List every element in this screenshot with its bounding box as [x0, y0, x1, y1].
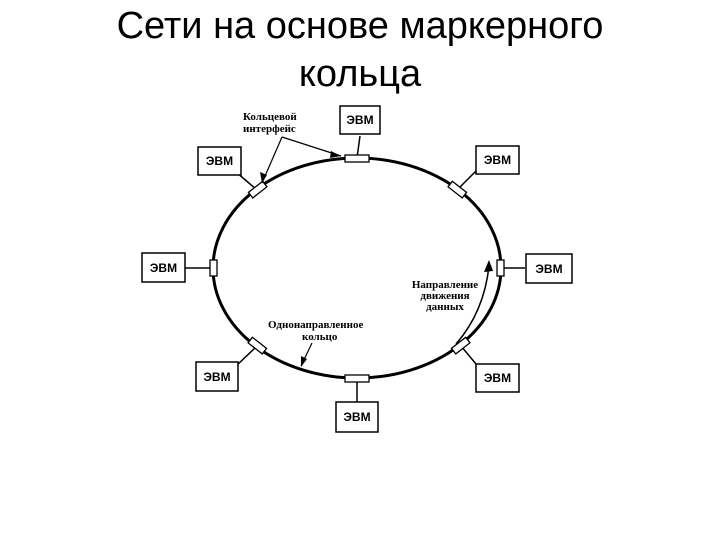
- computer-top-left: ЭВМ: [197, 146, 242, 176]
- ring-interface-bottom-left: [247, 336, 268, 355]
- computer-bottom-left: ЭВМ: [195, 361, 239, 392]
- computer-bottom-label: ЭВМ: [343, 410, 370, 424]
- ring-interface-top-left: [247, 180, 268, 199]
- ring-interface-annotation: Кольцевой интерфейс: [243, 111, 342, 184]
- arrowhead-icon: [260, 172, 267, 183]
- ring-interface-label-line-2: интерфейс: [243, 123, 296, 135]
- computer-right: ЭВМ: [525, 253, 573, 284]
- slide-title-line-2: кольца: [298, 53, 422, 95]
- computer-top: ЭВМ: [339, 105, 381, 135]
- computer-top-left-label: ЭВМ: [206, 154, 233, 168]
- ring-interface-left: [209, 259, 218, 277]
- direction-label-line-1: Направление: [412, 279, 478, 291]
- ring-annotation: Однонаправленное кольцо: [268, 319, 363, 367]
- computer-top-right: ЭВМ: [475, 145, 520, 175]
- computer-top-right-label: ЭВМ: [484, 153, 511, 167]
- computer-top-label: ЭВМ: [346, 113, 373, 127]
- arrowhead-icon: [301, 356, 307, 367]
- arrowhead-icon: [330, 151, 341, 158]
- ring-label-line-1: Однонаправленное: [268, 319, 363, 331]
- computer-left-label: ЭВМ: [150, 261, 177, 275]
- ring-interface-top-right: [447, 180, 468, 199]
- computer-bottom: ЭВМ: [335, 401, 379, 433]
- slide-title-line-1: Сети на основе маркерного: [116, 5, 604, 47]
- ring-label-line-2: кольцо: [302, 331, 338, 343]
- computer-left: ЭВМ: [141, 252, 186, 283]
- ring-interface-top: [344, 154, 370, 163]
- ring-interface-right: [496, 259, 505, 277]
- direction-label-line-2: движения: [420, 290, 469, 302]
- computer-bottom-right: ЭВМ: [475, 363, 520, 393]
- ring-interface-label-line-1: Кольцевой: [243, 111, 297, 123]
- ring-interface-bottom-right: [450, 336, 471, 355]
- direction-arrow-icon: [484, 260, 493, 272]
- computer-bottom-left-label: ЭВМ: [203, 370, 230, 384]
- computer-bottom-right-label: ЭВМ: [484, 371, 511, 385]
- ring-interface-bottom: [344, 374, 370, 383]
- data-direction-annotation: Направление движения данных: [412, 260, 493, 345]
- computer-right-label: ЭВМ: [535, 262, 562, 276]
- slide-title: Сети на основе маркерного кольца: [0, 2, 720, 98]
- direction-label-line-3: данных: [426, 301, 464, 313]
